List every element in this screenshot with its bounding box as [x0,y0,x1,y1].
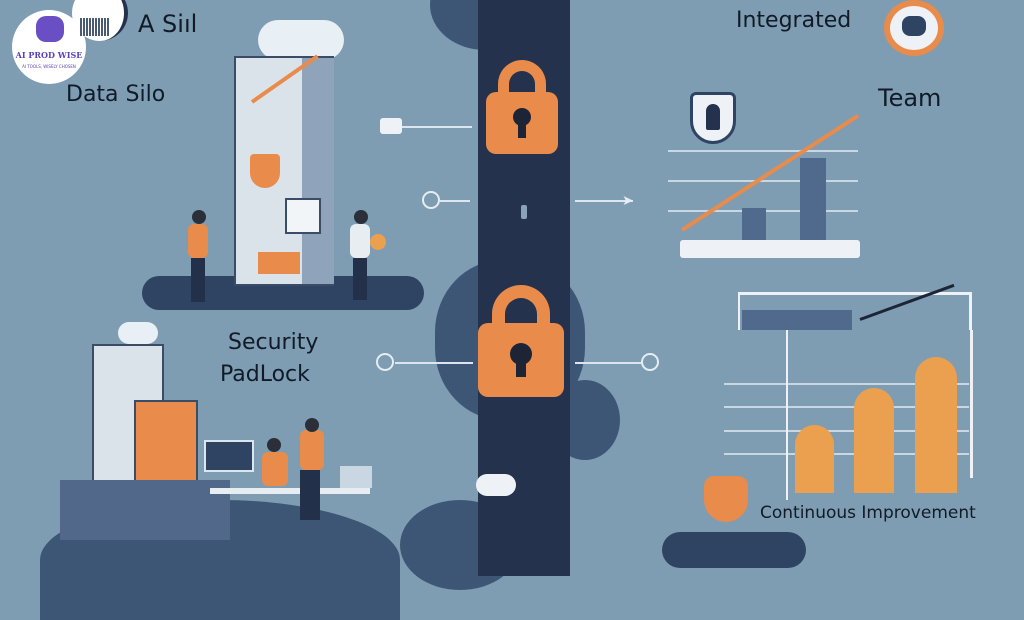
person-head [192,210,206,224]
padlock-shackle [498,60,546,100]
laptop [340,466,372,488]
chart-bar [742,208,766,240]
grid-line [724,430,969,432]
desk [210,488,370,494]
padlock-icon-bottom [478,285,564,397]
building-base [60,480,230,540]
improvement-bar-3 [915,357,957,493]
grid-line [724,406,969,408]
data-silo-label: Data Silo [66,82,166,107]
person-head [267,438,281,452]
team-label: Team [878,84,942,112]
connector-node [422,191,440,209]
shield-person [706,104,720,130]
chart-baseline [680,240,860,258]
keyhole-slot [516,357,526,377]
server-building-orange [134,400,198,490]
laptop [204,440,254,472]
keyhole [510,343,532,365]
continuous-improvement-label: Continuous Improvement [760,503,976,523]
folder-icon [370,234,386,250]
improvement-bar-2 [854,388,894,493]
person-head [305,418,319,432]
orange-panel [258,252,300,274]
grid-line [668,180,858,182]
person-legs [191,258,205,302]
barcode-icon [80,18,110,36]
person-legs [300,470,320,520]
connector-line [575,362,641,364]
tower-side [302,58,334,284]
robot-mascot-icon [36,16,64,42]
logo-tagline: AI TOOLS, WISELY CHOSEN [22,64,76,69]
road-dash [521,205,527,219]
person-left [188,224,208,258]
grid-line [724,383,969,385]
person-standing [300,430,324,470]
badge-icon [704,476,748,522]
small-tag-icon [380,118,402,134]
connector-line [575,200,633,202]
connector-line [440,200,470,202]
improvement-bar-1 [795,425,834,493]
connector-node [376,353,394,371]
cloud-icon [118,322,158,344]
person-right [350,224,370,258]
header-left-text: A Siıl [138,10,198,38]
line-chart-fill [742,310,852,330]
person-legs [353,258,367,300]
padlock-icon-top [486,60,558,155]
security-label: Security [228,330,319,355]
chart-bar [800,158,826,240]
team-icon-glyph [902,16,926,36]
line-chart-frame [738,292,972,330]
connector-line [400,126,472,128]
bank-icon [285,198,321,234]
keyhole [513,108,531,126]
connector-node [641,353,659,371]
keyhole-slot [518,120,526,138]
shield-icon [250,154,280,188]
person-seated [262,452,288,486]
chart-axis [970,330,973,478]
padlock-label: PadLock [220,362,310,387]
connector-line [395,362,473,364]
grid-line [724,453,969,455]
chart-axis [786,330,788,500]
platform [662,532,806,568]
grid-line [668,150,858,152]
arrow-right-icon: ➤ [622,193,634,209]
small-cloud-icon [476,474,516,496]
logo-title: AI PROD WISE [15,50,83,60]
cloud-icon [258,20,344,60]
person-head [354,210,368,224]
integrated-label: Integrated [736,8,852,33]
